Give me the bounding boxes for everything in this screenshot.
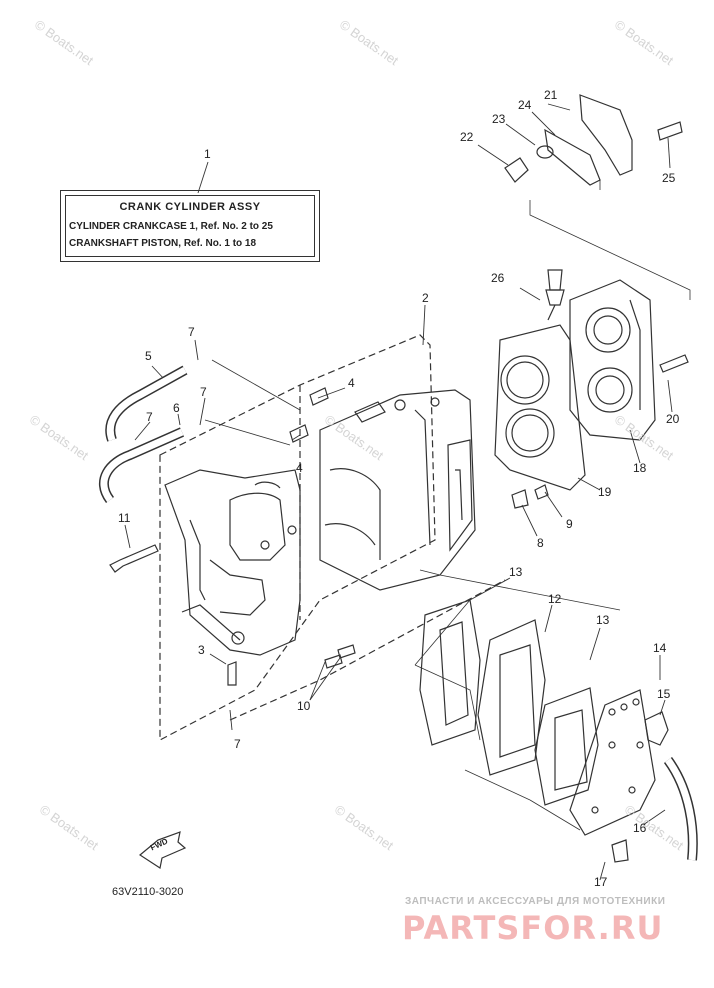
- exhaust-plate-12: [477, 619, 546, 776]
- callout-13: 13: [596, 613, 610, 627]
- title-box-inner-frame: [65, 195, 315, 257]
- cylinder-block-center: [319, 389, 476, 591]
- callout-15: 15: [657, 687, 671, 701]
- callout-24: 24: [518, 98, 532, 112]
- assembly-guide-lines: [204, 180, 691, 831]
- callout-25: 25: [662, 171, 676, 185]
- callout-4: 4: [348, 376, 355, 390]
- exhaust-cover-14: [569, 689, 656, 836]
- shop-logo: PARTSFOR.RU: [402, 909, 664, 947]
- callout-7: 7: [188, 325, 195, 339]
- hose-fitting-15: [644, 711, 669, 746]
- callout-6: 6: [173, 401, 180, 415]
- spark-plug-26: [545, 269, 565, 321]
- callout-16: 16: [633, 821, 647, 835]
- diagram-code: 63V2110-3020: [112, 886, 184, 898]
- callout-7: 7: [146, 410, 153, 424]
- exhaust-gasket-13-right: [534, 687, 599, 806]
- callout-3: 3: [198, 643, 205, 657]
- callout-7: 7: [200, 385, 207, 399]
- callout-13: 13: [509, 565, 523, 579]
- shop-subtitle: ЗАПЧАСТИ И АКСЕССУАРЫ ДЛЯ МОТОТЕХНИКИ: [405, 896, 666, 907]
- callout-21: 21: [544, 88, 558, 102]
- assembly-ref-line-2: CRANKSHAFT PISTON, Ref. No. 1 to 18: [69, 238, 257, 249]
- hose-parts: [99, 365, 698, 861]
- callout-2: 2: [422, 291, 429, 305]
- thermostat-parts: [504, 94, 683, 186]
- callout-20: 20: [666, 412, 680, 426]
- callout-1: 1: [204, 147, 211, 161]
- callout-7: 7: [234, 737, 241, 751]
- leader-lines: [124, 103, 673, 881]
- assembly-title: CRANK CYLINDER ASSY: [119, 201, 261, 213]
- callout-17: 17: [594, 875, 608, 889]
- callout-5: 5: [145, 349, 152, 363]
- callout-18: 18: [633, 461, 647, 475]
- callout-4: 4: [296, 461, 303, 475]
- callout-14: 14: [653, 641, 667, 655]
- callout-19: 19: [598, 485, 612, 499]
- head-gasket-19: [494, 324, 586, 491]
- assembly-ref-line-1: CYLINDER CRANKCASE 1, Ref. No. 2 to 25: [69, 221, 273, 232]
- callout-10: 10: [297, 699, 311, 713]
- small-fasteners: [109, 354, 689, 863]
- callout-22: 22: [460, 130, 474, 144]
- callout-9: 9: [566, 517, 573, 531]
- crankcase-body-left: [164, 469, 301, 656]
- fwd-arrow: [138, 831, 187, 869]
- callout-26: 26: [491, 271, 505, 285]
- cylinder-head-18: [569, 279, 656, 441]
- callout-23: 23: [492, 112, 506, 126]
- exhaust-gasket-13-left: [419, 599, 481, 746]
- assembly-title-box: CRANK CYLINDER ASSY CYLINDER CRANKCASE 1…: [60, 190, 320, 262]
- callout-11: 11: [118, 511, 131, 525]
- assembly-boundary-dashed: [159, 334, 506, 741]
- callout-12: 12: [548, 592, 562, 606]
- callout-8: 8: [537, 536, 544, 550]
